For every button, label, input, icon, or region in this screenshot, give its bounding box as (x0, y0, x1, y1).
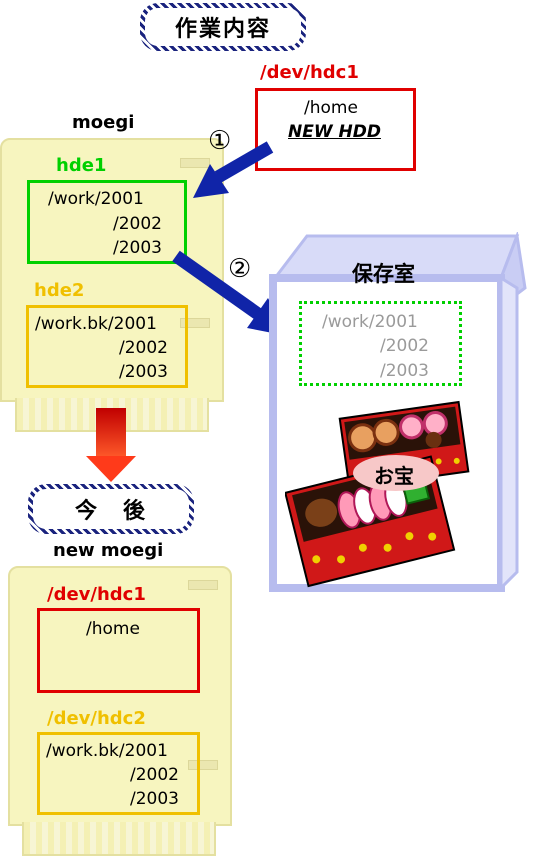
moegi-slot-bottom (180, 318, 210, 328)
future-pill-label: 今 後 (33, 489, 189, 529)
moegi-hde1-line-2: /2002 (113, 214, 162, 234)
moegi-hde2-line-3: /2003 (119, 362, 168, 382)
moegi-hde2-box: /work.bk/2001 /2002 /2003 (26, 305, 188, 388)
moegi-hde2-line-2: /2002 (119, 338, 168, 358)
moegi-name: moegi (72, 112, 135, 133)
new-moegi-hdc2-line-3: /2003 (130, 789, 179, 809)
title-pill-label: 作業内容 (145, 8, 301, 46)
new-hdd-label: NEW HDD (288, 122, 381, 142)
new-moegi-hdc1-box: /home (37, 608, 200, 693)
new-moegi-server-foot (22, 822, 216, 856)
future-pill: 今 後 (28, 484, 194, 534)
treasure-bubble (353, 455, 439, 491)
arrow-down-red (86, 408, 136, 482)
moegi-hde1-box: /work/2001 /2002 /2003 (27, 180, 187, 264)
treasure-box-image (285, 400, 470, 588)
new-moegi-hdc2-box: /work.bk/2001 /2002 /2003 (37, 732, 200, 815)
moegi-hde1-label: hde1 (56, 155, 107, 176)
moegi-hde2-line-1: /work.bk/2001 (35, 314, 157, 334)
new-moegi-hdc2-label: /dev/hdc2 (47, 708, 146, 729)
new-moegi-hdc2-line-1: /work.bk/2001 (46, 741, 168, 761)
moegi-slot-top (180, 158, 210, 168)
new-hdd-box: /home NEW HDD (255, 88, 416, 171)
treasure-label: お宝 (374, 464, 414, 488)
step-2-marker: ② (228, 254, 252, 284)
storage-line-2: /2002 (380, 336, 429, 356)
new-moegi-hdc1-label: /dev/hdc1 (47, 584, 146, 605)
moegi-hde1-line-1: /work/2001 (48, 189, 144, 209)
storage-backup-box: /work/2001 /2002 /2003 (299, 301, 462, 386)
new-hdd-mount: /home (304, 98, 358, 118)
new-moegi-hdc1-mount: /home (86, 619, 140, 639)
storage-line-3: /2003 (380, 361, 429, 381)
new-hdd-device-label: /dev/hdc1 (260, 62, 359, 83)
title-pill: 作業内容 (140, 3, 306, 51)
step-1-marker: ① (208, 126, 232, 156)
new-moegi-name: new moegi (53, 540, 164, 561)
storage-title: 保存室 (352, 262, 415, 286)
new-moegi-slot-top (188, 580, 218, 590)
moegi-hde2-label: hde2 (34, 280, 85, 301)
storage-line-1: /work/2001 (322, 312, 418, 332)
arrow-step-1 (193, 141, 274, 198)
new-moegi-slot-bottom (188, 760, 218, 770)
new-moegi-hdc2-line-2: /2002 (130, 765, 179, 785)
moegi-hde1-line-3: /2003 (113, 238, 162, 258)
